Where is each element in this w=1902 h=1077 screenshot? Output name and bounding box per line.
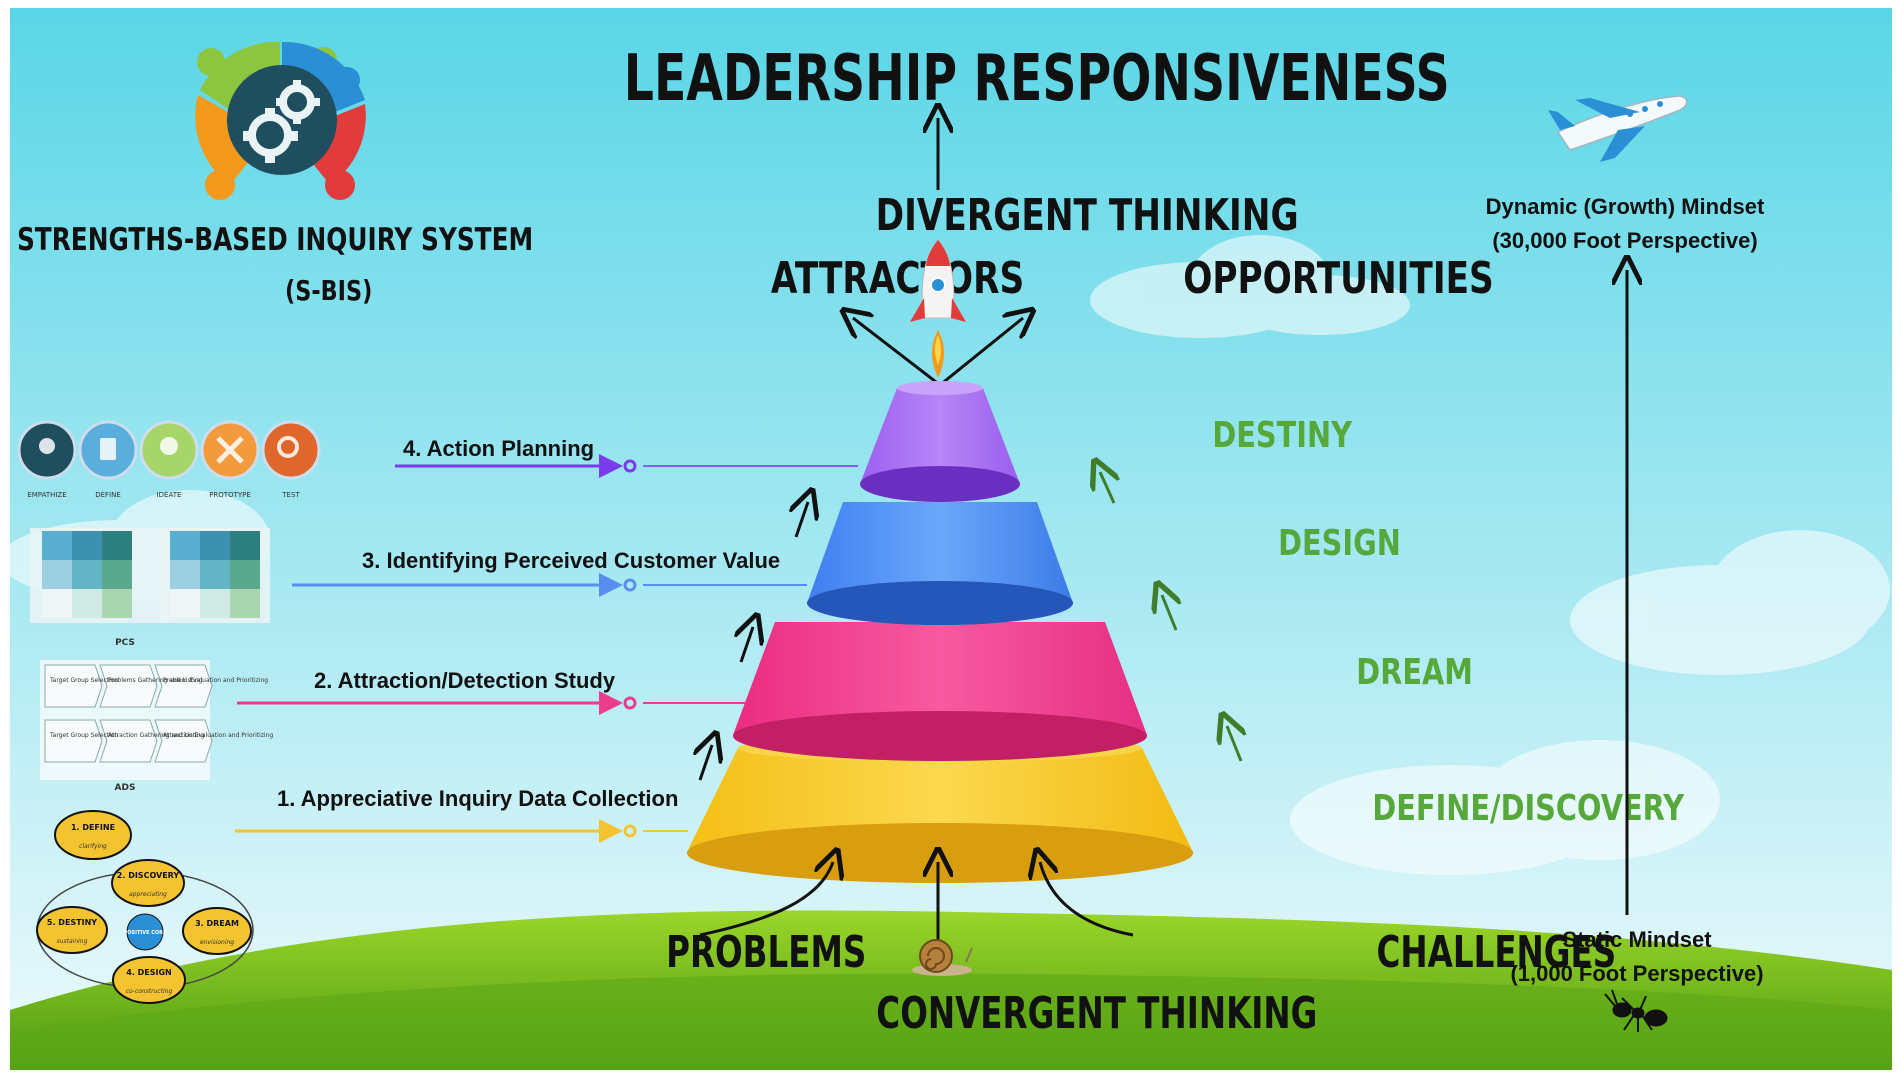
pcs-label: PCS bbox=[115, 638, 135, 648]
grass-shade bbox=[10, 973, 1892, 1070]
cycle-discovery-sub: appreciating bbox=[129, 891, 167, 898]
cycle-dream: 3. DREAM bbox=[195, 919, 239, 928]
ads-r1-c1: Target Group Selection bbox=[49, 677, 118, 684]
dt-empathize: EMPATHIZE bbox=[27, 491, 66, 499]
cycle-discovery: 2. DISCOVERY bbox=[117, 871, 180, 880]
rocket-icon bbox=[910, 239, 966, 378]
step-connectors bbox=[235, 454, 858, 843]
dt-prototype: PROTOTYPE bbox=[209, 491, 251, 499]
step-1-label: 1. Appreciative Inquiry Data Collection bbox=[277, 786, 678, 811]
step-2-label: 2. Attraction/Detection Study bbox=[314, 668, 616, 693]
dt-ideate: IDEATE bbox=[157, 491, 182, 499]
step-3-label: 3. Identifying Perceived Customer Value bbox=[362, 548, 780, 573]
step-4-label: 4. Action Planning bbox=[403, 436, 594, 461]
ant-icon bbox=[1604, 989, 1668, 1032]
ads-r1-c2: Problems Gathering and Listing bbox=[108, 677, 203, 684]
cycle-dream-sub: envisioning bbox=[200, 939, 234, 946]
phase-design: DESIGN bbox=[1278, 522, 1401, 564]
attractors-label: ATTRACTORS bbox=[771, 253, 1024, 304]
ads-r2-c3: Attraction Evaluation and Prioritizing bbox=[163, 732, 273, 739]
logo-acronym: (S-BIS) bbox=[285, 273, 372, 306]
dt-define: DEFINE bbox=[95, 491, 121, 499]
cycle-destiny-sub: sustaining bbox=[57, 938, 88, 945]
phase-arrows bbox=[1100, 472, 1241, 762]
challenges-label: CHALLENGES bbox=[1377, 927, 1617, 978]
design-thinking-thumbnail: EMPATHIZE DEFINE IDEATE PROTOTYPE TEST bbox=[17, 420, 321, 499]
stage-arrows bbox=[700, 502, 808, 781]
cycle-design: 4. DESIGN bbox=[126, 968, 172, 977]
ads-r1-c3: Problem Evaluation and Prioritizing bbox=[163, 677, 268, 684]
cycle-define-sub: clarifying bbox=[79, 843, 107, 850]
arrow-to-attractors bbox=[853, 318, 941, 387]
ads-thumbnail: Target Group Selection Problems Gatherin… bbox=[40, 660, 273, 793]
convergent-thinking-label: CONVERGENT THINKING bbox=[876, 988, 1317, 1039]
dynamic-mindset-label: Dynamic (Growth) Mindset bbox=[1486, 194, 1765, 219]
phase-destiny: DESTINY bbox=[1212, 414, 1352, 456]
cycle-destiny: 5. DESTINY bbox=[47, 918, 97, 927]
logo-title: STRENGTHS-BASED INQUIRY SYSTEM bbox=[17, 221, 533, 257]
dynamic-perspective-label: (30,000 Foot Perspective) bbox=[1492, 228, 1757, 253]
tier-design-base bbox=[807, 581, 1073, 625]
logo-gears-icon bbox=[195, 41, 366, 200]
tier-dream-base bbox=[733, 711, 1147, 761]
cycle-define: 1. DEFINE bbox=[71, 823, 115, 832]
airplane-icon bbox=[1548, 95, 1688, 162]
ads-r2-c2: Attraction Gathering and Listing bbox=[108, 732, 205, 739]
ads-r2-c1: Target Group Selection bbox=[49, 732, 118, 739]
tier-define-base bbox=[687, 823, 1193, 883]
tier-destiny-base bbox=[860, 466, 1020, 502]
dt-test: TEST bbox=[281, 491, 300, 499]
five-d-cycle-thumbnail: POSITIVE CORE 1. DEFINE 2. DISCOVERY 3. … bbox=[36, 810, 254, 1004]
snail-icon bbox=[912, 939, 973, 976]
ads-label: ADS bbox=[115, 783, 136, 793]
leadership-title: LEADERSHIP RESPONSIVENESS bbox=[624, 42, 1450, 116]
phase-dream: DREAM bbox=[1356, 651, 1473, 693]
phase-define-discovery: DEFINE/DISCOVERY bbox=[1372, 787, 1684, 829]
cycle-design-sub: co-constructing bbox=[126, 988, 173, 995]
problems-label: PROBLEMS bbox=[666, 927, 866, 978]
arrow-to-opportunities bbox=[939, 318, 1023, 387]
divergent-thinking-label: DIVERGENT THINKING bbox=[876, 190, 1299, 241]
pcs-thumbnail: PCS bbox=[30, 528, 270, 648]
opportunities-label: OPPORTUNITIES bbox=[1183, 253, 1494, 304]
static-mindset-label: Static Mindset bbox=[1562, 927, 1712, 952]
static-perspective-label: (1,000 Foot Perspective) bbox=[1510, 961, 1763, 986]
convergent-arrows bbox=[699, 862, 1134, 945]
cycle-center: POSITIVE CORE bbox=[124, 930, 167, 936]
